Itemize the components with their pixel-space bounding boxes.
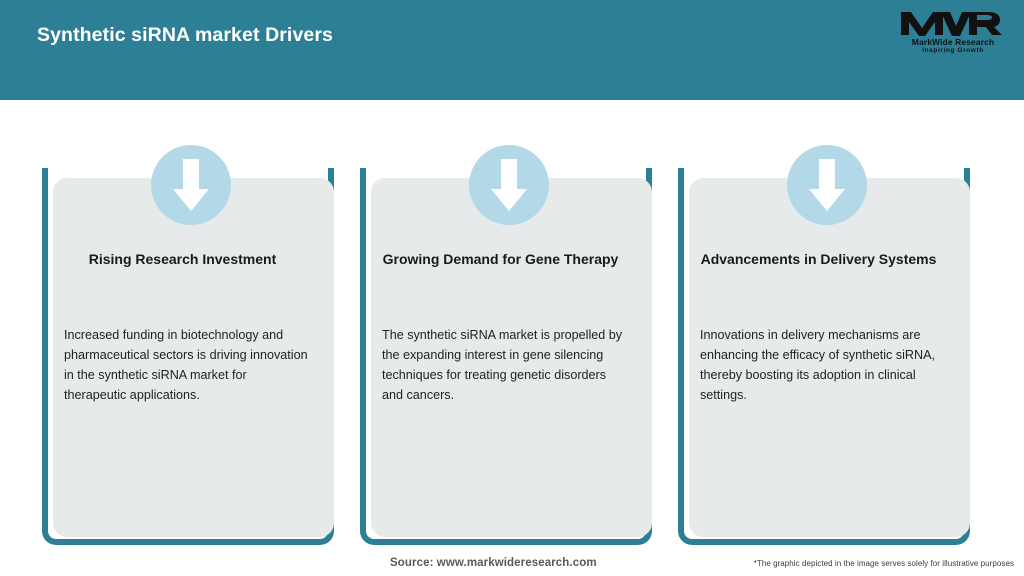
drivers-card-row: Rising Research Investment Increased fun…	[0, 100, 1024, 546]
logo-tagline: Inspiring Growth	[922, 47, 984, 54]
card-surface	[689, 178, 970, 537]
card-title: Advancements in Delivery Systems	[700, 251, 937, 267]
markwide-research-logo: MarkWide Research Inspiring Growth	[898, 8, 1008, 56]
card-title: Growing Demand for Gene Therapy	[382, 251, 619, 267]
card-surface	[371, 178, 652, 537]
down-arrow-icon	[151, 145, 231, 225]
logo-company-name: MarkWide Research	[911, 37, 995, 47]
page-title: Synthetic siRNA market Drivers	[37, 24, 333, 46]
down-arrow-glyph	[173, 159, 209, 211]
driver-card-3: Advancements in Delivery Systems Innovat…	[678, 100, 978, 546]
card-body-text: Innovations in delivery mechanisms are e…	[700, 328, 935, 402]
card-body-text: Increased funding in biotechnology and p…	[64, 328, 308, 402]
down-arrow-icon	[469, 145, 549, 225]
card-title: Rising Research Investment	[88, 251, 277, 267]
mwr-monogram-icon	[901, 12, 1002, 36]
driver-card-1: Rising Research Investment Increased fun…	[42, 100, 342, 546]
down-arrow-glyph	[809, 159, 845, 211]
card-body-text: The synthetic siRNA market is propelled …	[382, 328, 623, 402]
card-surface	[53, 178, 334, 537]
down-arrow-glyph	[491, 159, 527, 211]
header-banner: Synthetic siRNA market Drivers MarkWide …	[0, 0, 1024, 100]
driver-card-2: Growing Demand for Gene Therapy The synt…	[360, 100, 660, 546]
disclaimer-note: *The graphic depicted in the image serve…	[753, 559, 1014, 568]
source-label: Source: www.markwideresearch.com	[390, 557, 597, 569]
down-arrow-icon	[787, 145, 867, 225]
